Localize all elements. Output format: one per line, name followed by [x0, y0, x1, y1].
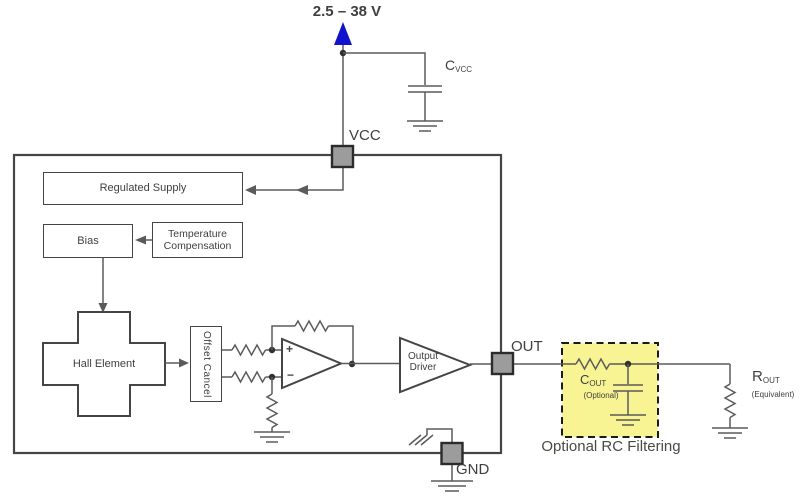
block-regulated-supply: Regulated Supply — [43, 172, 243, 205]
resistor-symbol — [294, 319, 330, 333]
tempcomp-to-bias-wire — [135, 235, 152, 245]
bias-to-hall-wire — [98, 258, 108, 313]
rout-resistor-symbol — [712, 364, 748, 439]
block-temperature-compensation: Temperature Compensation — [152, 222, 243, 258]
out-pin-label: OUT — [511, 338, 543, 355]
earth-ground-icon — [254, 431, 290, 443]
block-label: Offset Cancel — [200, 330, 212, 398]
hall-element-shape — [42, 311, 166, 417]
arrowhead-icon — [98, 303, 108, 313]
hall-to-offset-wire — [165, 358, 189, 368]
out-pin — [490, 351, 515, 376]
arrowhead-icon — [245, 185, 256, 195]
supply-voltage-label: 2.5 – 38 V — [312, 3, 382, 20]
ic-boundary — [12, 153, 503, 455]
arrowhead-icon — [135, 235, 146, 245]
output-wire — [470, 357, 730, 371]
rout-label: ROUT — [752, 368, 780, 385]
resistor-symbol — [575, 357, 611, 371]
opamp-feedback-resistor — [271, 319, 356, 368]
chassis-ground-icon — [408, 434, 434, 446]
supply-input-wire — [334, 22, 426, 147]
gnd-pin — [440, 441, 464, 466]
vcc-pin — [330, 144, 355, 169]
opamp-minus-sign: − — [287, 368, 295, 382]
rc-filter-highlight-box — [561, 342, 659, 438]
cvcc-capacitor-symbol — [407, 85, 443, 132]
rout-note: (Equivalent) — [751, 390, 795, 399]
block-label: Bias — [77, 234, 99, 247]
gnd-pin-label: GND — [456, 461, 490, 478]
resistor-symbol — [265, 393, 279, 429]
cout-label: COUT — [580, 372, 607, 388]
opamp-plus-sign: + — [286, 342, 294, 356]
arrowhead-icon — [179, 358, 189, 368]
cout-capacitor-symbol — [610, 364, 646, 426]
opamp-ground-resistor — [254, 377, 290, 443]
block-offset-cancel: Offset Cancel — [190, 326, 222, 402]
vcc-pin-label: VCC — [349, 127, 381, 144]
cvcc-label: CVCC — [445, 57, 473, 74]
hall-element-label: Hall Element — [72, 358, 136, 370]
earth-ground-icon — [407, 120, 443, 132]
opamp-input-resistors — [222, 343, 282, 384]
block-label: Temperature Compensation — [163, 227, 232, 252]
block-bias: Bias — [43, 224, 133, 258]
supply-arrow-icon — [334, 22, 352, 45]
rc-filtering-caption: Optional RC Filtering — [541, 438, 681, 455]
resistor-symbol — [723, 383, 737, 419]
cout-note: (Optional) — [583, 391, 619, 400]
internal-ground-wire — [408, 428, 453, 446]
earth-ground-icon — [610, 414, 646, 426]
resistor-symbol — [231, 343, 267, 357]
output-driver-symbol — [399, 336, 473, 394]
earth-ground-icon — [431, 480, 473, 492]
resistor-symbol — [231, 370, 267, 384]
arrowhead-icon — [296, 185, 308, 195]
block-label: Regulated Supply — [99, 182, 187, 195]
opamp-symbol — [281, 337, 344, 390]
vcc-to-regulated-supply-wire — [245, 168, 344, 195]
earth-ground-icon — [712, 427, 748, 439]
output-driver-label: Output Driver — [407, 350, 439, 374]
gnd-external-wire — [431, 465, 473, 492]
